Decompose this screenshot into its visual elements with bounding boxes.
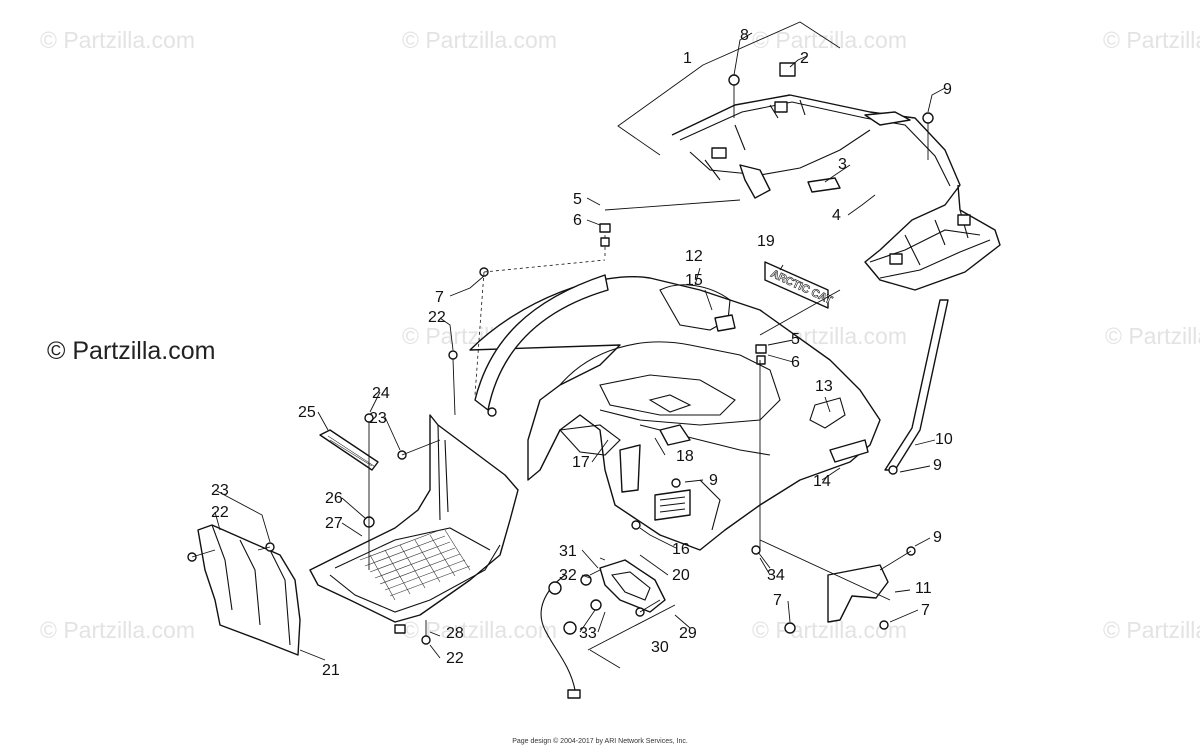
- watermark: © Partzilla.com: [40, 617, 195, 643]
- page-footer: Page design © 2004-2017 by ARI Network S…: [512, 738, 688, 745]
- leader-line: [214, 32, 946, 661]
- footwell-grate: [359, 529, 471, 601]
- rear-rack: [671, 94, 1001, 291]
- fender-flare: [474, 274, 609, 411]
- splash-guard: [197, 524, 301, 656]
- callout-6: 6: [791, 354, 800, 371]
- fastener: [599, 223, 611, 233]
- callout-20: 20: [672, 567, 690, 584]
- callout-22: 22: [211, 504, 229, 521]
- callout-22: 22: [428, 309, 446, 326]
- callout-33: 33: [579, 625, 597, 642]
- callout-21: 21: [322, 662, 340, 679]
- callout-7: 7: [921, 602, 930, 619]
- push-rivet: [487, 407, 497, 417]
- watermark: © Partzilla.com: [40, 27, 195, 53]
- fastener: [756, 355, 766, 365]
- callout-8: 8: [740, 27, 749, 44]
- callout-22: 22: [446, 650, 464, 667]
- callout-32: 32: [559, 567, 577, 584]
- callout-34: 34: [767, 567, 785, 584]
- callout-9: 9: [933, 529, 942, 546]
- callout-17: 17: [572, 454, 590, 471]
- watermark: © Partzilla.com: [1103, 617, 1200, 643]
- callout-9: 9: [933, 457, 942, 474]
- watermark: © Partzilla.com: [402, 27, 557, 53]
- leader-line: [474, 235, 606, 396]
- callout-24: 24: [372, 385, 390, 402]
- callout-5: 5: [791, 331, 800, 348]
- leader-line: [579, 557, 676, 669]
- callout-15: 15: [685, 272, 703, 289]
- callout-2: 2: [800, 50, 809, 67]
- leader-line: [759, 539, 912, 601]
- decal-arctic-cat: ARCTIC CAT: [764, 261, 835, 309]
- partzilla-watermark: © Partzilla.com: [47, 337, 216, 365]
- bolt: [728, 74, 740, 86]
- callout-10: 10: [935, 431, 953, 448]
- callout-9: 9: [709, 472, 718, 489]
- callout-28: 28: [446, 625, 464, 642]
- push-rivet: [421, 635, 431, 645]
- callout-31: 31: [559, 543, 577, 560]
- bracket: [827, 564, 889, 623]
- fastener: [755, 344, 767, 354]
- callout-18: 18: [676, 448, 694, 465]
- callout-12: 12: [685, 248, 703, 265]
- callout-9: 9: [943, 81, 952, 98]
- leader-line: [617, 21, 841, 156]
- callout-19: 19: [757, 233, 775, 250]
- leader-line: [191, 358, 456, 636]
- callout-5: 5: [573, 191, 582, 208]
- push-rivet: [448, 350, 458, 360]
- watermark: © Partzilla.com: [1105, 323, 1200, 349]
- callout-7: 7: [435, 289, 444, 306]
- fastener: [600, 237, 610, 247]
- footwell: [309, 414, 519, 634]
- callout-29: 29: [679, 625, 697, 642]
- callout-26: 26: [325, 490, 343, 507]
- callout-11: 11: [915, 580, 932, 597]
- callout-23: 23: [369, 410, 387, 427]
- watermark: © Partzilla.com: [752, 27, 907, 53]
- rear-fender: [469, 276, 881, 551]
- callout-27: 27: [325, 515, 343, 532]
- callout-6: 6: [573, 212, 582, 229]
- callout-3: 3: [838, 156, 847, 173]
- taillight: [540, 559, 666, 699]
- callout-4: 4: [832, 207, 841, 224]
- callout-16: 16: [672, 541, 690, 558]
- decal-text: ARCTIC CAT: [769, 268, 835, 307]
- watermark: © Partzilla.com: [1103, 27, 1200, 53]
- callout-7: 7: [773, 592, 782, 609]
- callout-13: 13: [815, 378, 833, 395]
- leader-line: [604, 85, 929, 550]
- callout-25: 25: [298, 404, 316, 421]
- callout-1: 1: [683, 50, 692, 67]
- callout-30: 30: [651, 639, 669, 656]
- bolt: [922, 112, 934, 124]
